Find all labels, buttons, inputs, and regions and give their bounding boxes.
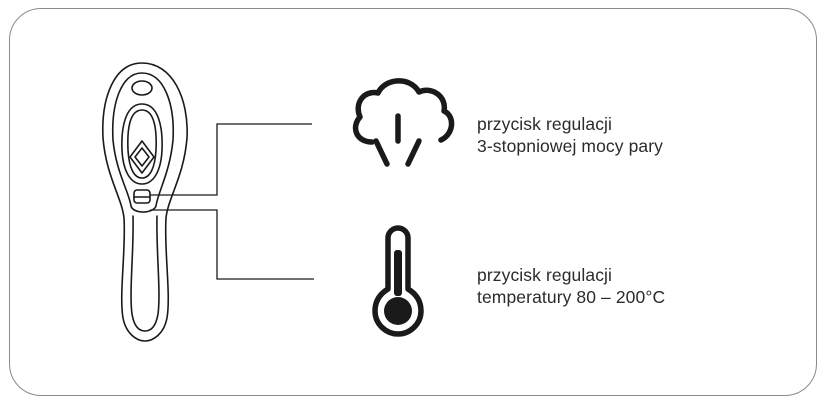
temperature-button-label: przycisk regulacji temperatury 80 – 200°… [477, 264, 665, 308]
brush-inner-outline [111, 72, 175, 213]
brush-outer-outline [102, 62, 188, 342]
steam-label-line-1: przycisk regulacji [477, 114, 613, 134]
brush-plate [121, 103, 163, 185]
connector-steam [150, 123, 312, 196]
steam-label-line-2: 3-stopniowej mocy pary [477, 136, 664, 156]
brush-top-vent [131, 80, 153, 96]
temperature-label-line-1: przycisk regulacji [477, 265, 613, 285]
connector-temperature [150, 209, 314, 280]
steam-button-label: przycisk regulacji 3-stopniowej mocy par… [477, 113, 663, 157]
brush-diamond-button [129, 140, 155, 174]
brush-handle-inner [130, 215, 160, 332]
brush-device-illustration [102, 62, 188, 342]
connector-lines [150, 123, 314, 280]
temperature-label-line-2: temperatury 80 – 200°C [477, 287, 666, 307]
steam-cloud-icon [352, 78, 455, 167]
thermometer-icon [372, 225, 424, 337]
